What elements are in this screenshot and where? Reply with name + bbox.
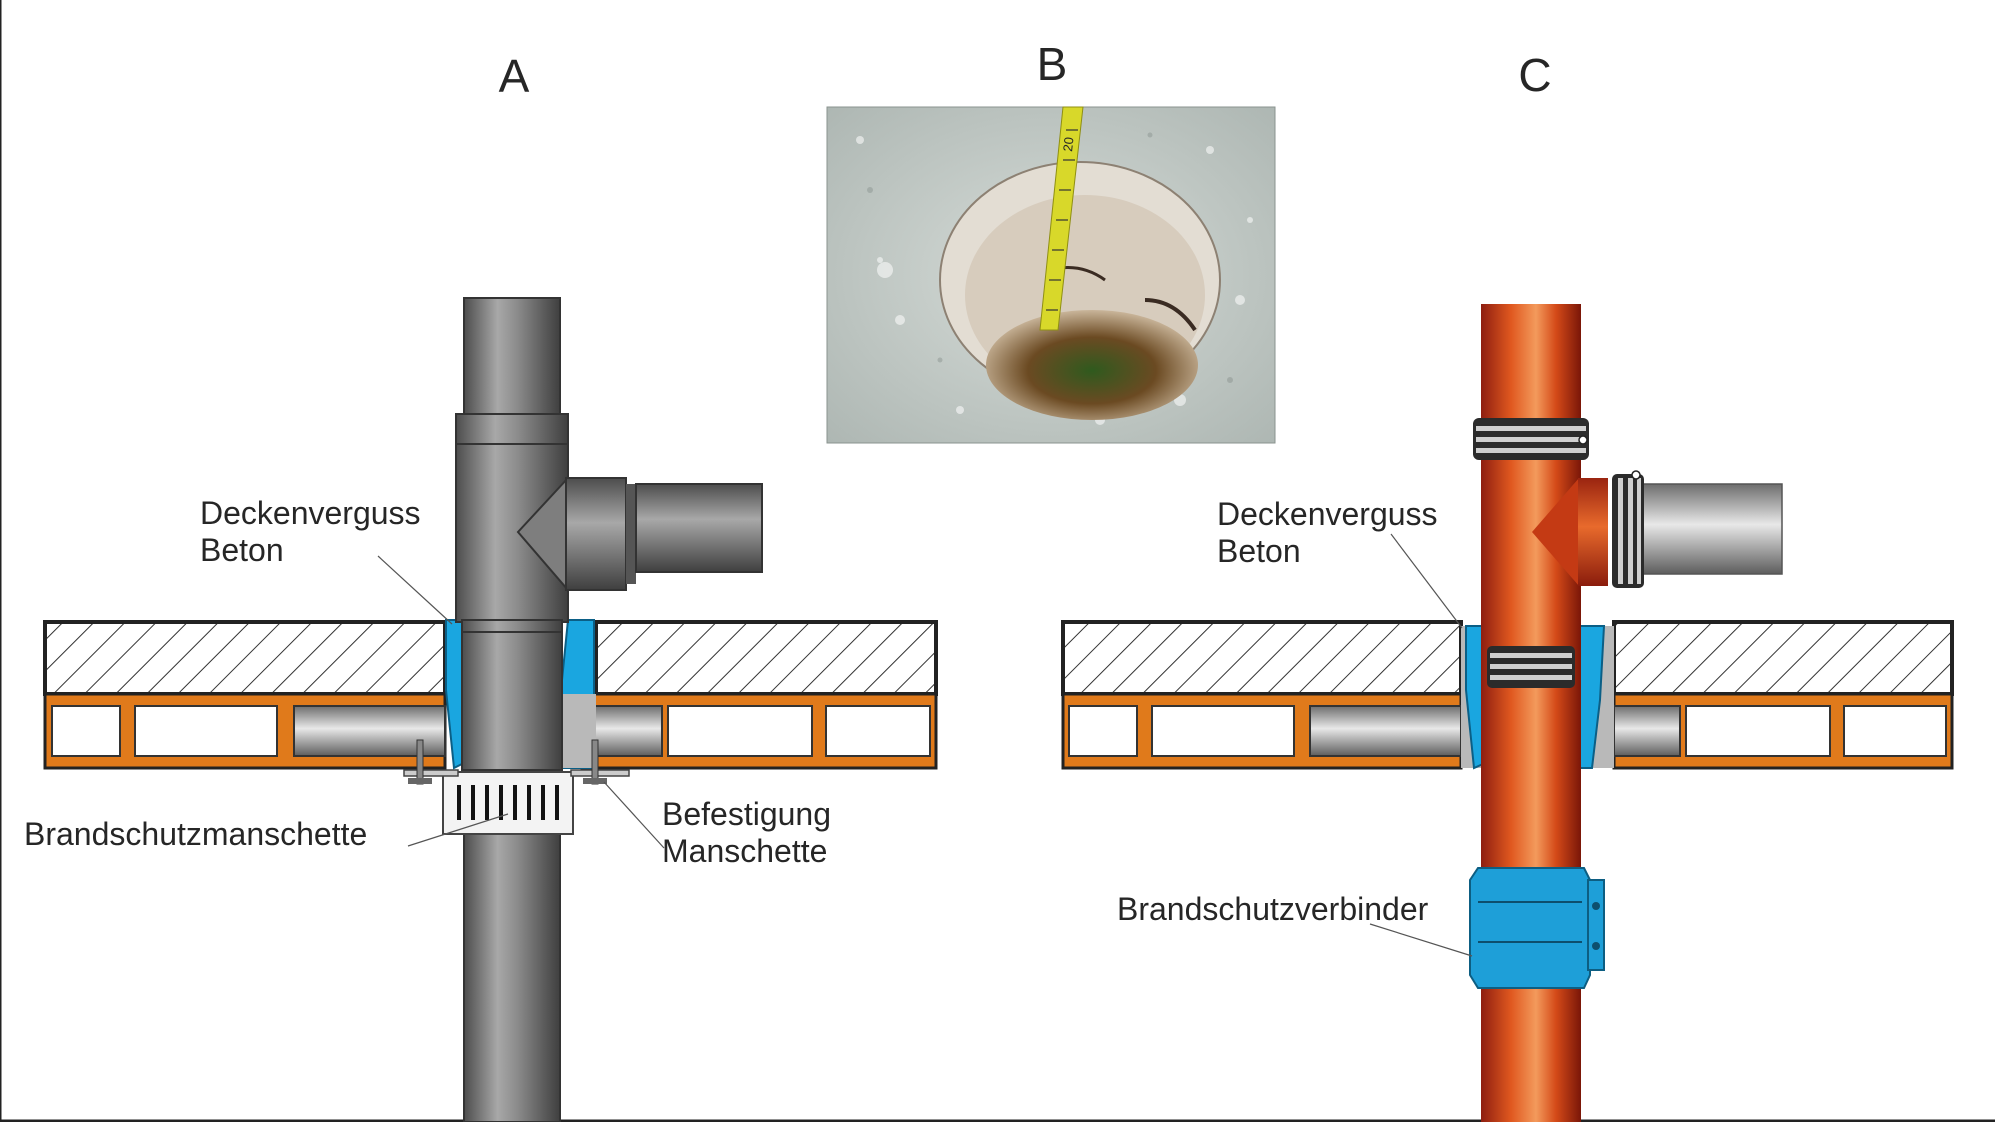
label-fire-collar-a: Brandschutzmanschette	[24, 816, 367, 852]
panel-c: C	[1061, 49, 1954, 1122]
ceiling-slab-right-a	[580, 620, 938, 770]
pipe-socket-top-a	[455, 413, 569, 445]
panel-c-title: C	[1518, 49, 1551, 101]
label-ceiling-grout-c-line1: Deckenverguss	[1217, 496, 1438, 532]
branch-pipe-c	[1639, 483, 1783, 575]
core-hole-crack-2	[1144, 298, 1197, 332]
ceiling-slab-right-c	[1612, 620, 1954, 770]
label-ceiling-grout-a-line1: Deckenverguss	[200, 495, 421, 531]
collar-fixing-bolt-left-a	[403, 739, 459, 785]
pipe-coupling-branch-c	[1612, 470, 1644, 588]
leader-ceiling-grout-c	[1390, 533, 1463, 629]
measuring-tape: 20	[1039, 106, 1084, 331]
branch-pipe-a	[635, 483, 763, 573]
ceiling-slab-left-c	[1061, 620, 1463, 770]
leader-ceiling-grout-a	[377, 555, 453, 625]
branch-socket-rim-a	[626, 484, 636, 584]
ceiling-slab-left-a	[43, 620, 447, 770]
fire-protection-connector-c	[1469, 867, 1605, 989]
core-hole-photo: 20	[826, 106, 1276, 444]
pipe-through-ceiling-a	[461, 619, 563, 771]
panel-a: A	[24, 50, 938, 1122]
collar-fixing-bolt-right-a	[570, 739, 630, 785]
pipe-coupling-ceiling-c	[1487, 646, 1575, 688]
branch-wye-c	[1532, 478, 1579, 586]
branch-stub-c	[1578, 478, 1608, 586]
leader-fixing-a	[603, 781, 665, 849]
branch-socket-a	[565, 477, 627, 591]
core-hole-bottom	[986, 310, 1198, 420]
leader-collar-a	[407, 813, 509, 847]
label-collar-fixing-a-line1: Befestigung	[662, 796, 831, 832]
panel-b-title: B	[1037, 38, 1068, 90]
pipe-coupling-top-c	[1473, 418, 1589, 460]
label-ceiling-grout-c-line2: Beton	[1217, 533, 1301, 569]
label-fire-connector-c: Brandschutzverbinder	[1117, 891, 1429, 927]
leader-connector-c	[1369, 923, 1473, 957]
fire-protection-collar-a	[442, 771, 574, 835]
label-ceiling-grout-a-line2: Beton	[200, 532, 284, 568]
panel-a-title: A	[499, 50, 530, 102]
label-collar-fixing-a-line2: Manschette	[662, 833, 827, 869]
tape-scale-number: 20	[1060, 136, 1076, 152]
panel-b: B	[826, 38, 1276, 444]
